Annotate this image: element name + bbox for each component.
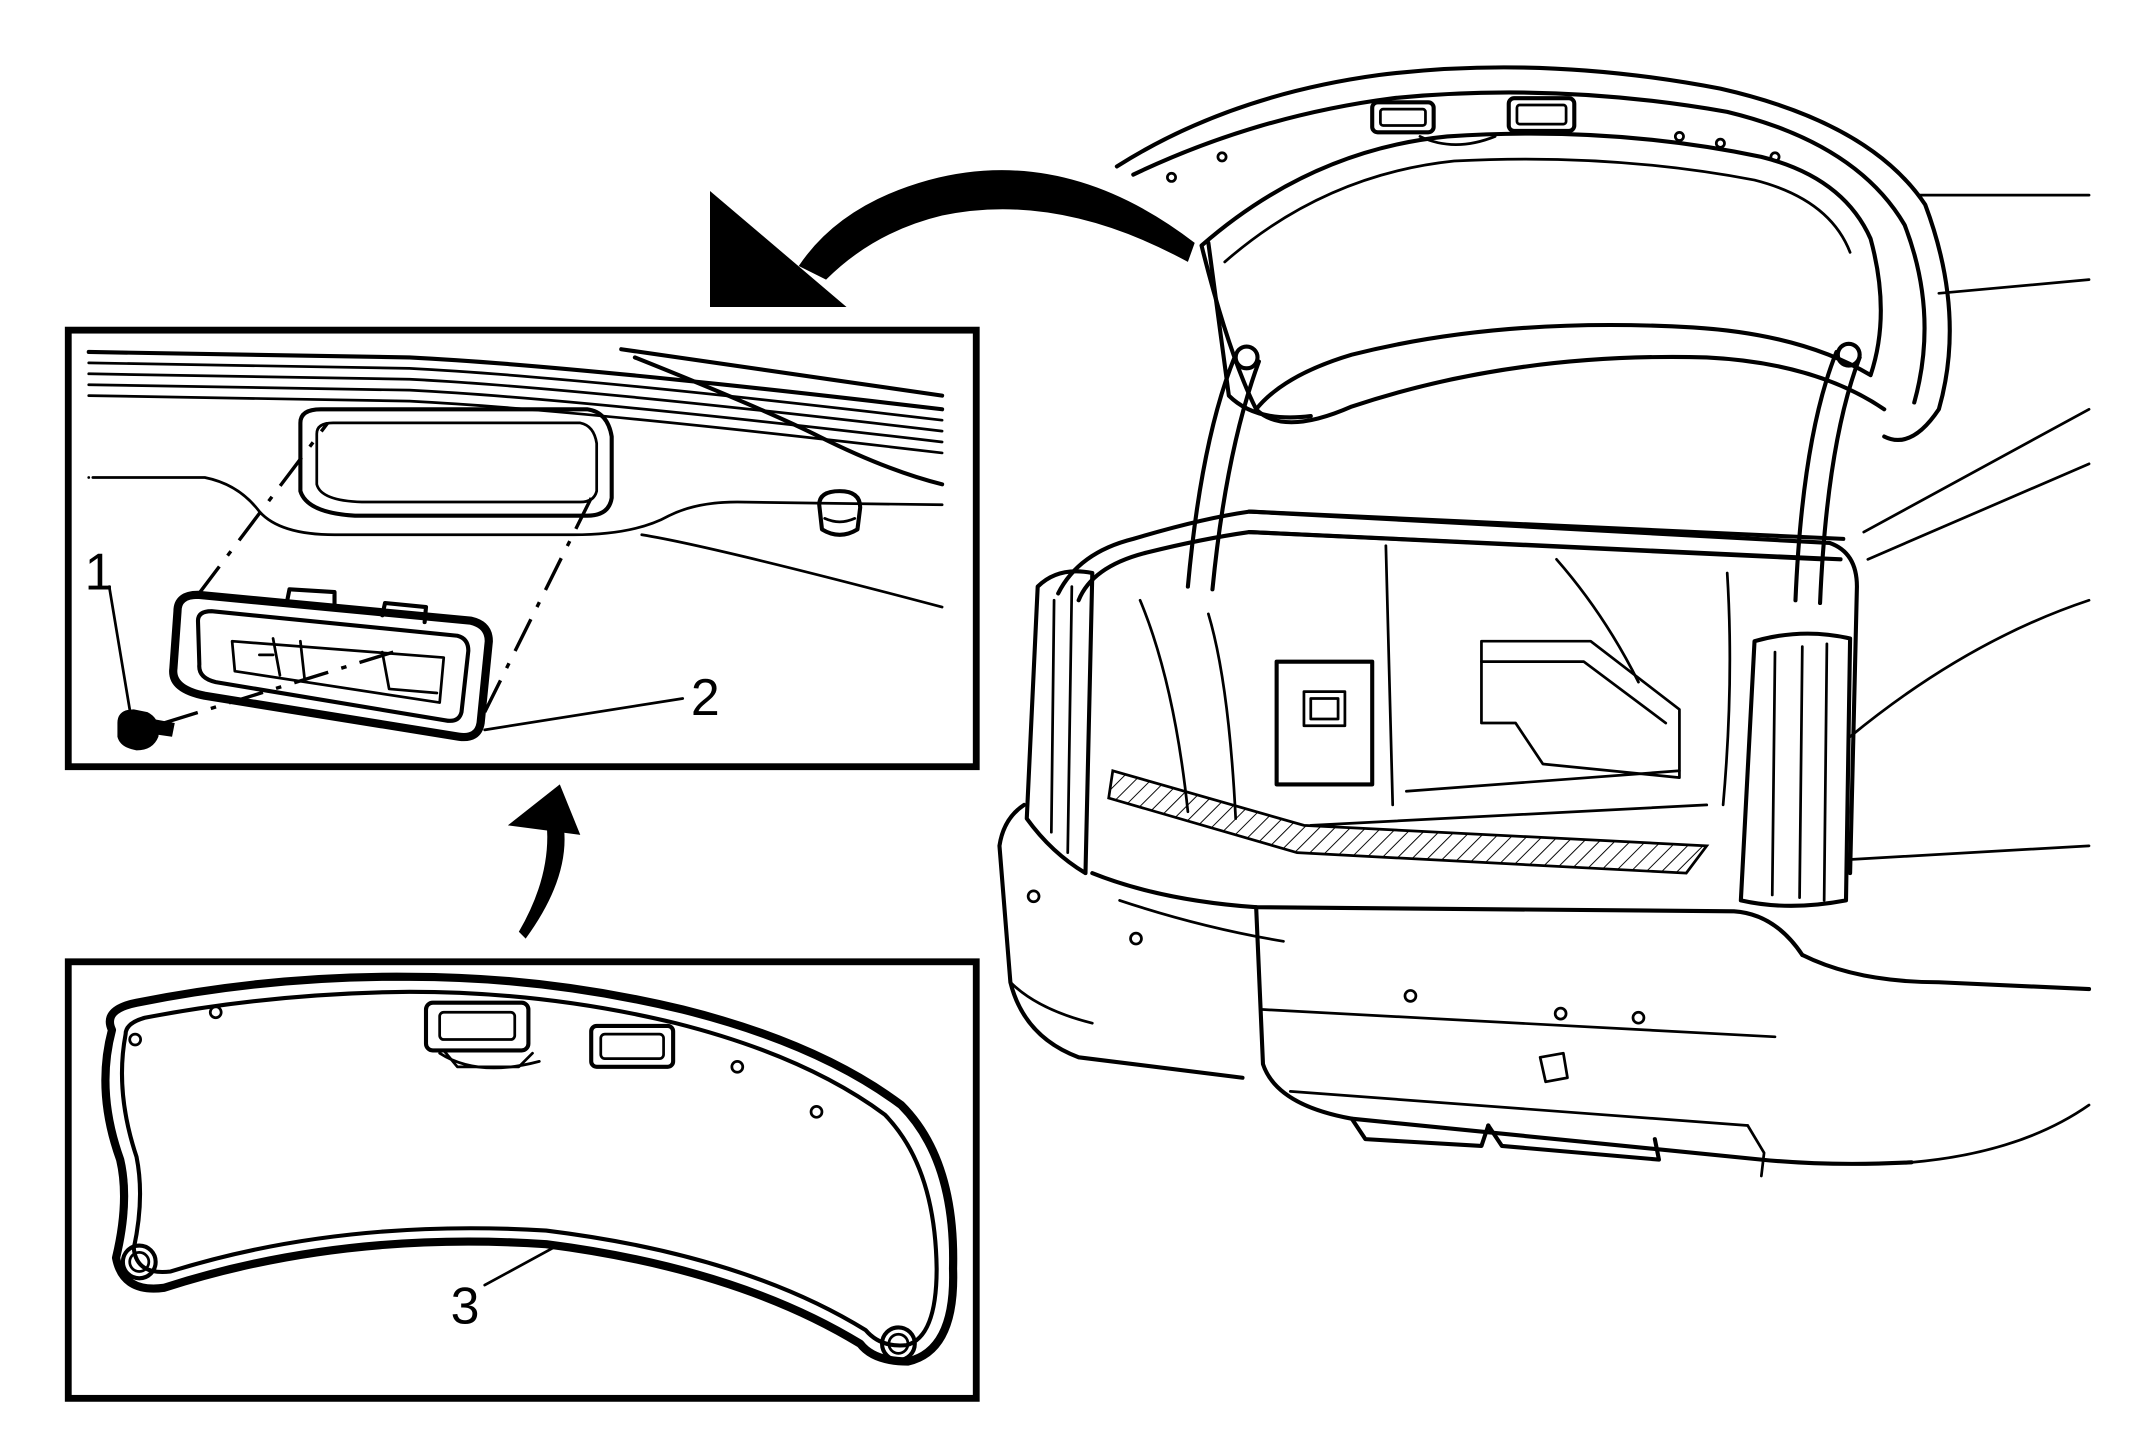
curved-arrow-up-icon bbox=[507, 784, 581, 939]
curved-arrow-to-detail-icon bbox=[710, 170, 1195, 307]
screw bbox=[117, 709, 175, 751]
deck-lid-trim-panel bbox=[101, 972, 958, 1366]
trim-panel-view-box bbox=[64, 958, 980, 1402]
callout-2: 2 bbox=[691, 668, 720, 726]
detail-view-box bbox=[64, 326, 980, 771]
vehicle-rear-view bbox=[997, 65, 2092, 1178]
callout-1: 1 bbox=[85, 542, 114, 600]
escutcheon bbox=[169, 587, 493, 742]
callout-3: 3 bbox=[451, 1276, 480, 1334]
